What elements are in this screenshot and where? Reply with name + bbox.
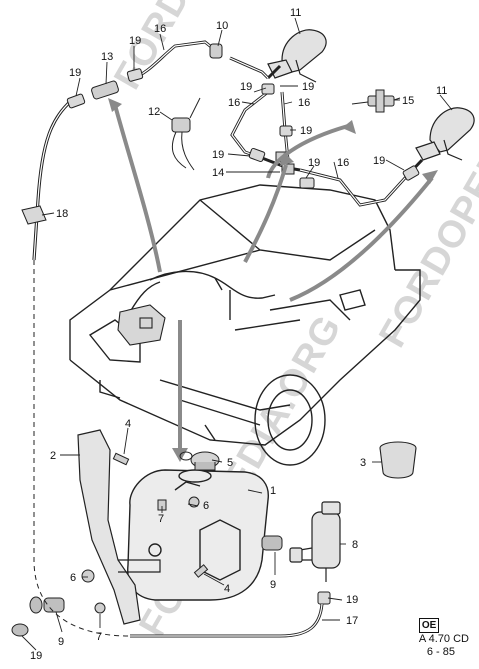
callout-4-top: 4 <box>125 418 131 430</box>
callout-19-c: 19 <box>240 81 252 93</box>
callout-19-g: 19 <box>308 157 320 169</box>
engine-bay-wiring <box>129 270 276 313</box>
reference-box: OE <box>418 618 440 633</box>
callout-11-right: 11 <box>436 85 447 97</box>
left-hose <box>32 98 74 261</box>
callout-5: 5 <box>227 457 233 469</box>
spare-cap <box>379 441 417 479</box>
callout-19-b: 19 <box>129 35 141 47</box>
callout-17: 18 <box>56 208 68 220</box>
callout-16-mid-right: 16 <box>298 97 310 109</box>
relay-12 <box>171 97 201 171</box>
callout-7-upper: 7 <box>158 513 164 525</box>
callout-16-top: 16 <box>154 23 166 35</box>
t-piece <box>351 89 401 113</box>
callout-6-upper: 6 <box>203 500 209 512</box>
callout-18: 19 <box>30 650 42 662</box>
filler-cap <box>179 451 220 471</box>
callout-9-left: 9 <box>58 636 64 648</box>
callout-4-bottom: 4 <box>224 583 230 595</box>
washer-pump <box>289 501 341 582</box>
hose-clip <box>21 205 47 225</box>
dashed-route <box>33 260 131 637</box>
washer-reservoir <box>127 469 269 601</box>
callout-15: 15 <box>402 95 414 107</box>
washer-nozzle-right <box>415 107 475 161</box>
arrow-heads <box>108 98 438 462</box>
callout-13: 13 <box>101 51 113 63</box>
callout-labels: 1 2 3 4 4 5 6 6 7 7 8 9 9 10 11 11 12 13… <box>30 7 447 662</box>
callout-3: 3 <box>360 457 366 469</box>
leader-arrows <box>113 104 434 450</box>
hose-connectors <box>66 68 420 605</box>
callout-19-bottom: 19 <box>346 594 358 606</box>
callout-14: 14 <box>212 167 224 179</box>
callout-19-f: 19 <box>212 149 224 161</box>
lower-hose <box>130 603 324 638</box>
leader-lines <box>21 17 453 651</box>
callout-19-e: 19 <box>300 125 312 137</box>
callout-10: 10 <box>216 20 228 32</box>
callout-1: 1 <box>270 485 276 497</box>
mounting-bracket <box>77 429 161 625</box>
callout-16-right: 16 <box>337 157 349 169</box>
callout-12: 12 <box>148 106 160 118</box>
grommets <box>11 535 283 637</box>
engine-bay-pump <box>117 304 166 346</box>
callout-6-lower: 6 <box>70 572 76 584</box>
callout-9-right: 9 <box>270 579 276 591</box>
callout-16-mid-left: 16 <box>228 97 240 109</box>
upper-hoses-inner <box>129 41 406 206</box>
callout-16-bottom: 17 <box>346 615 358 627</box>
reference-date: 6 - 85 <box>426 646 455 658</box>
callout-19-d: 19 <box>302 81 314 93</box>
callout-2: 2 <box>50 450 56 462</box>
bolts <box>81 452 209 614</box>
callout-11-left: 11 <box>290 7 301 19</box>
reference-code: A 4.70 CD <box>418 633 469 645</box>
reference-block: OE A 4.70 CD 6 - 85 <box>418 618 469 659</box>
car-body <box>69 184 421 466</box>
washer-nozzle-left <box>267 29 327 83</box>
callout-8: 8 <box>352 539 358 551</box>
callout-19-a: 19 <box>69 67 81 79</box>
callout-7-lower: 7 <box>96 631 102 643</box>
callout-19-h: 19 <box>373 155 385 167</box>
